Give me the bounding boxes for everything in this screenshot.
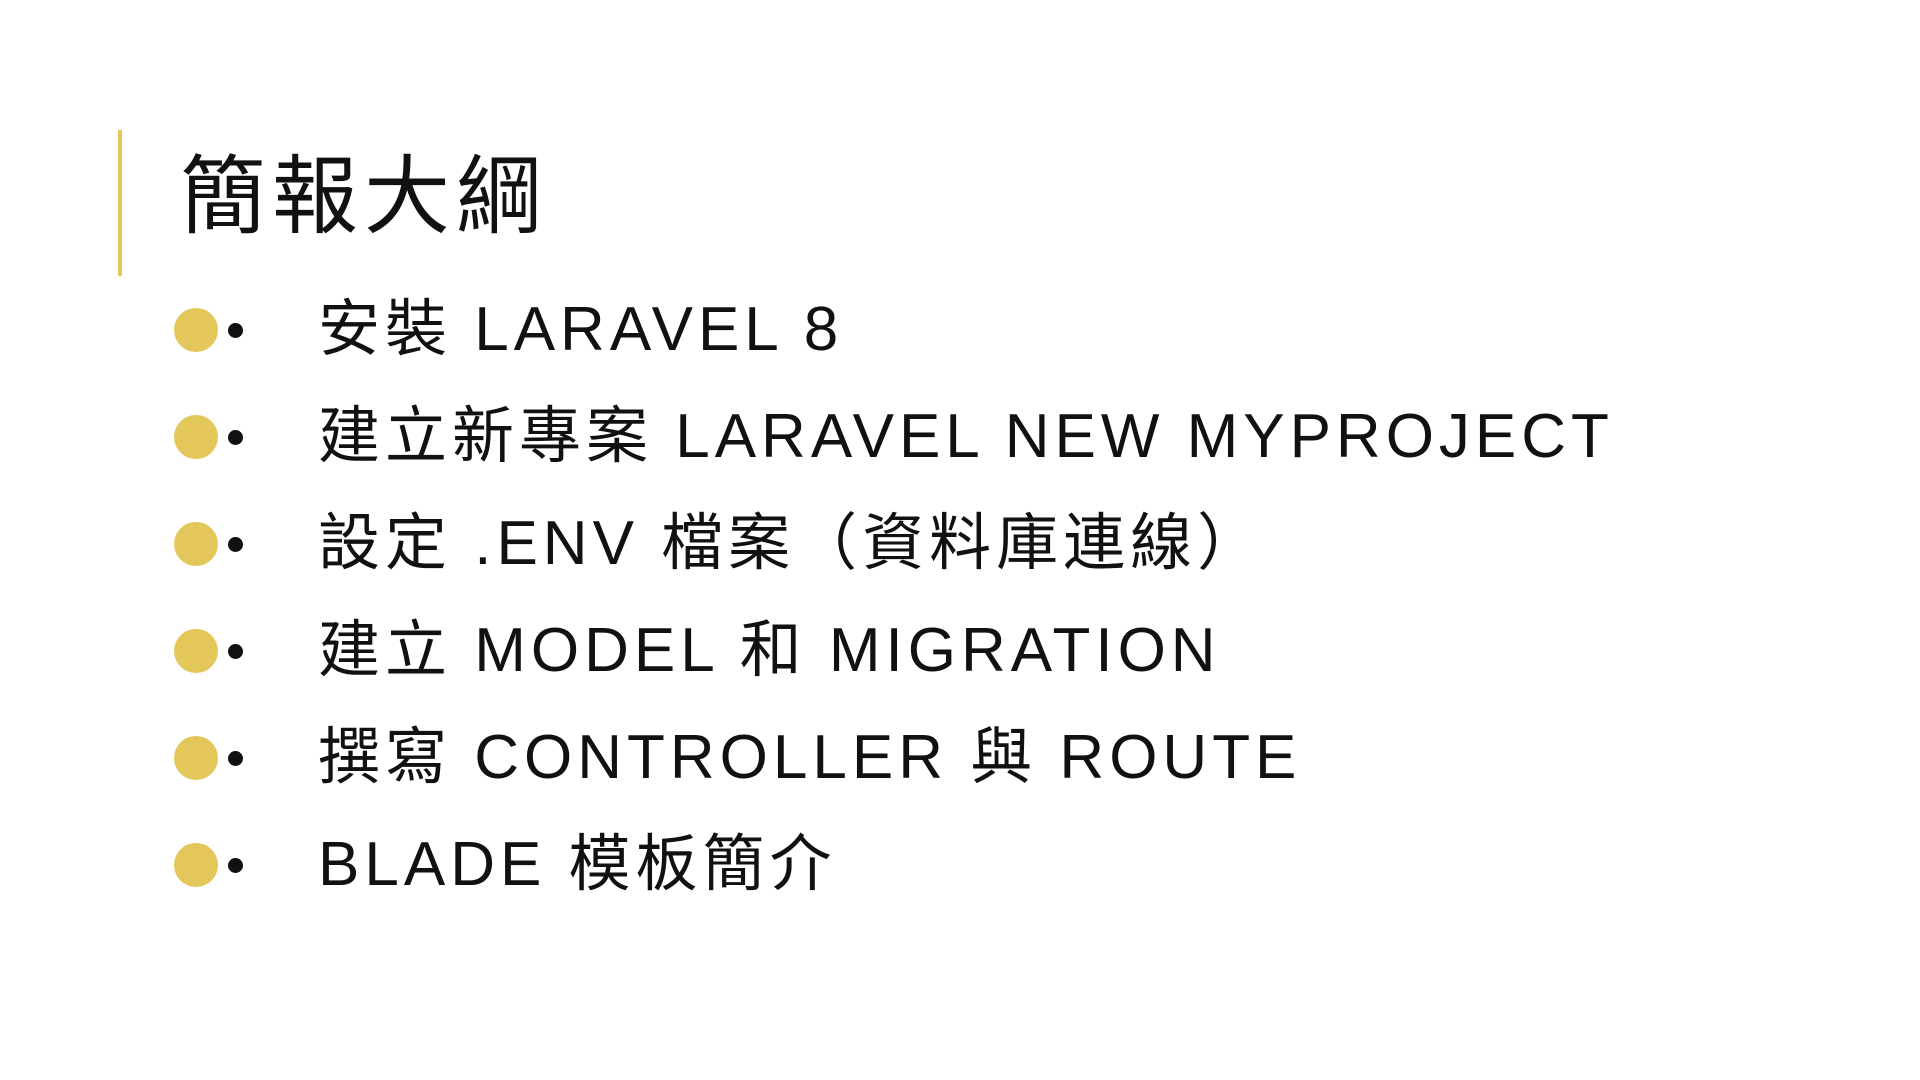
black-bullet-icon xyxy=(228,429,243,445)
outline-item-text: 建立新專案 LARAVEL NEW MYPROJECT xyxy=(318,401,1614,471)
yellow-bullet-icon xyxy=(174,307,218,352)
yellow-bullet-icon xyxy=(174,521,218,566)
yellow-bullet-icon xyxy=(174,842,218,887)
black-bullet-icon xyxy=(228,643,243,659)
black-bullet-icon xyxy=(228,857,243,873)
yellow-bullet-icon xyxy=(174,735,218,780)
black-bullet-icon xyxy=(228,322,243,338)
title-accent-bar xyxy=(118,130,122,276)
outline-item-text: 設定 .ENV 檔案（資料庫連線） xyxy=(318,508,1265,578)
outline-item-text: 撰寫 CONTROLLER 與 ROUTE xyxy=(318,722,1302,792)
black-bullet-icon xyxy=(228,536,243,552)
outline-item-text: 建立 MODEL 和 MIGRATION xyxy=(318,615,1221,685)
yellow-bullet-icon xyxy=(174,628,218,673)
slide-title: 簡報大綱 xyxy=(180,147,548,247)
outline-item-text: BLADE 模板簡介 xyxy=(318,829,837,899)
black-bullet-icon xyxy=(228,750,243,766)
outline-item-text: 安裝 LARAVEL 8 xyxy=(318,294,844,364)
yellow-bullet-icon xyxy=(174,414,218,459)
